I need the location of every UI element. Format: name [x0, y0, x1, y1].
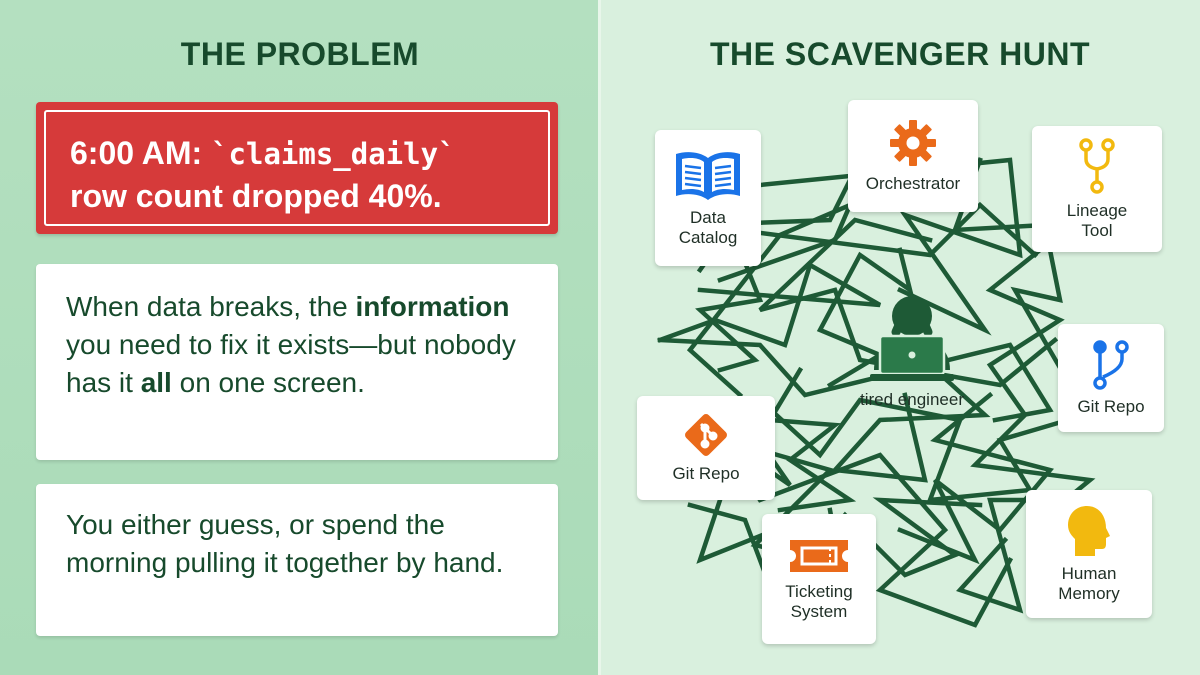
- tool-card-lineage-tool: Lineage Tool: [1032, 126, 1162, 252]
- git-branch-icon: [1093, 340, 1129, 390]
- explanation-card: When data breaks, the information you ne…: [36, 264, 558, 460]
- gear-icon: [890, 120, 936, 166]
- explanation-text-2: you need to fix it exists—but nobody has…: [66, 329, 516, 398]
- lineage-icon: [1079, 138, 1115, 194]
- explanation-bold-information: information: [355, 291, 510, 322]
- tired-engineer: tired engineer: [842, 292, 982, 422]
- explanation-text-3: on one screen.: [171, 367, 365, 398]
- tool-label-orchestrator: Orchestrator: [865, 174, 961, 193]
- ticket-icon: [790, 540, 848, 572]
- tool-card-ticketing-system: Ticketing System: [762, 514, 876, 644]
- tool-label-data-catalog: Data Catalog: [678, 208, 738, 247]
- tool-card-orchestrator: Orchestrator: [848, 100, 978, 212]
- tool-card-git-repo-left: Git Repo: [637, 396, 775, 500]
- engineer-label: tired engineer: [860, 390, 964, 409]
- problem-heading: THE PROBLEM: [180, 36, 420, 72]
- consequence-card: You either guess, or spend the morning p…: [36, 484, 558, 636]
- book-icon: [676, 152, 740, 200]
- tool-label-human-memory: Human Memory: [1058, 564, 1120, 603]
- tool-label-git-repo-left: Git Repo: [672, 464, 740, 483]
- engineer-with-laptop-icon: [870, 296, 954, 381]
- panel-divider: [598, 0, 601, 675]
- explanation-bold-all: all: [140, 367, 172, 398]
- alert-time: 6:00 AM:: [70, 135, 203, 171]
- tool-card-data-catalog: Data Catalog: [655, 130, 761, 266]
- consequence-text: You either guess, or spend the morning p…: [66, 509, 504, 578]
- tool-label-ticketing-system: Ticketing System: [785, 582, 853, 621]
- alert-message: 6:00 AM: `claims_daily` row count droppe…: [44, 110, 550, 226]
- tool-label-git-repo-right: Git Repo: [1077, 397, 1145, 416]
- scavenger-hunt-heading: THE SCAVENGER HUNT: [710, 36, 1090, 72]
- alert-table-name: `claims_daily`: [211, 137, 456, 171]
- tool-card-git-repo-right: Git Repo: [1058, 324, 1164, 432]
- tool-label-lineage-tool: Lineage Tool: [1066, 201, 1128, 240]
- explanation-text-1: When data breaks, the: [66, 291, 356, 322]
- tool-card-human-memory: Human Memory: [1026, 490, 1152, 618]
- head-icon: [1068, 506, 1110, 556]
- alert-detail: row count dropped 40%.: [70, 178, 442, 214]
- git-logo-icon: [685, 414, 727, 456]
- alert-box: 6:00 AM: `claims_daily` row count droppe…: [36, 102, 558, 234]
